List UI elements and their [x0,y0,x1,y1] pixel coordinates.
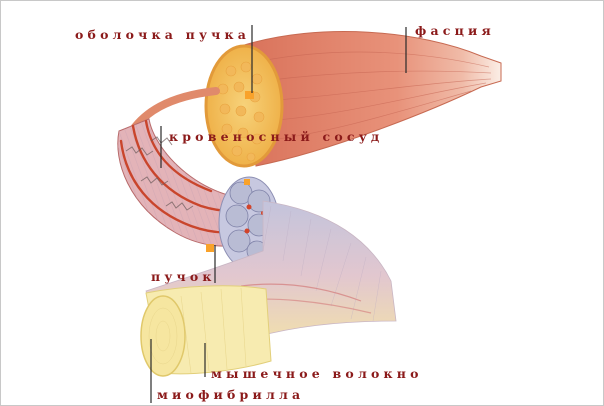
muscle-cross-section [206,46,282,166]
label-bundle: пучок [151,269,216,284]
label-muscle-fiber: мышечное волокно [211,366,423,381]
label-fascia: фасция [415,23,495,38]
myofibril-cylinder [141,286,271,376]
label-blood-vessel: кровеносный сосуд [169,129,383,144]
label-bundle-sheath: оболочка пучка [75,27,250,42]
label-myofibril: миофибрилла [157,387,304,402]
